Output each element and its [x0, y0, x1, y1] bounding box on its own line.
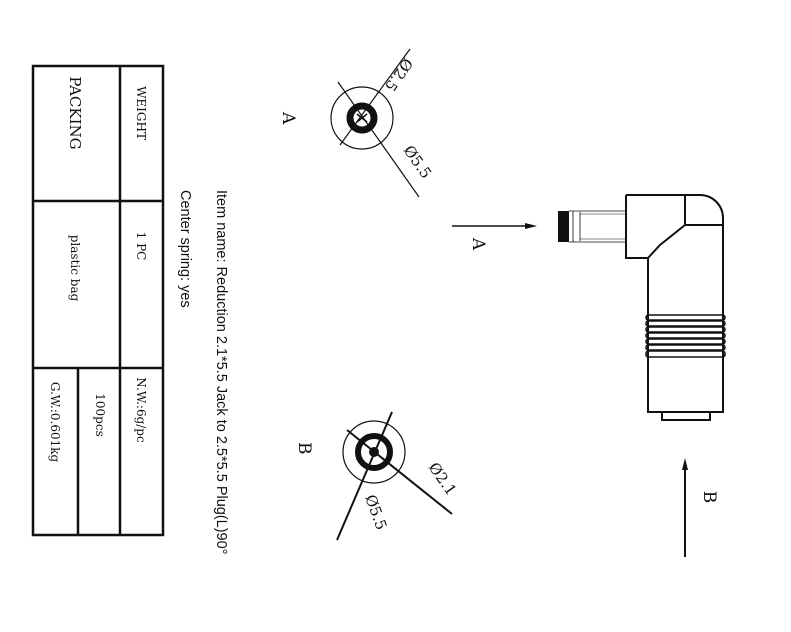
view-b-diagram: B Ø2.1 Ø5.5 [294, 411, 460, 541]
connector-side-view [558, 194, 726, 421]
arrow-b: B [682, 458, 719, 557]
spec-table: WEIGHT PACKING 1 PC plastic bag N.W.:6g/… [31, 64, 165, 537]
item-name: Item name: Reduction 2.1*5.5 Jack to 2.5… [213, 190, 229, 554]
view-a-outer-diameter: Ø5.5 [400, 142, 435, 182]
view-a-diagram: A Ø2.5 Ø5.5 [278, 48, 435, 198]
gross-weight: G.W.:0.601kg [48, 382, 62, 463]
view-a-inner-diameter: Ø2.5 [381, 55, 416, 95]
view-b-label: B [294, 442, 314, 455]
connector-ribs [645, 314, 726, 358]
view-b-inner-diameter: Ø2.1 [425, 459, 460, 499]
weight-label: WEIGHT [134, 86, 148, 140]
arrow-a: A [452, 223, 537, 251]
weight-value: 1 PC [134, 232, 148, 261]
view-a-label: A [278, 111, 298, 125]
packing-label: PACKING [66, 76, 84, 149]
arrow-a-label: A [468, 237, 488, 251]
net-weight: N.W.:6g/pc [134, 377, 148, 443]
packing-value: plastic bag [68, 235, 82, 302]
quantity: 100pcs [93, 393, 107, 436]
arrow-b-label: B [699, 491, 719, 504]
view-b-outer-diameter: Ø5.5 [361, 492, 390, 532]
center-spring: Center spring: yes [177, 190, 193, 308]
